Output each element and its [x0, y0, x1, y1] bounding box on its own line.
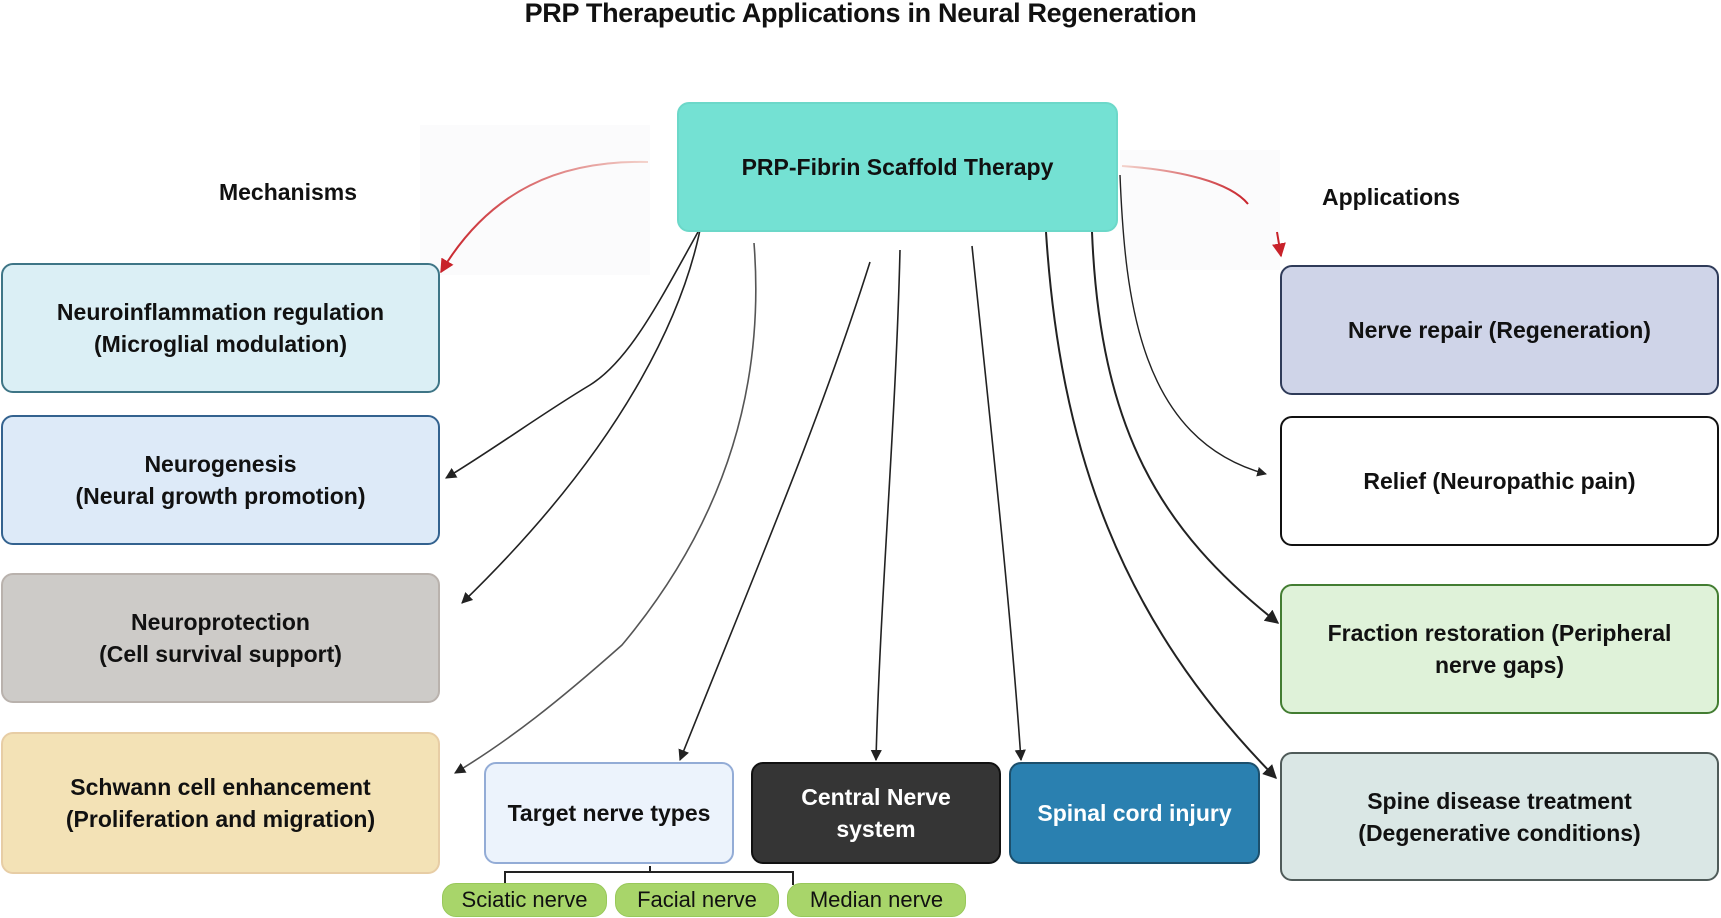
arrow-to-neurogenesis — [445, 231, 699, 479]
arrow-to-fraction-restoration — [1091, 231, 1280, 624]
diagram-title: PRP Therapeutic Applications in Neural R… — [524, 0, 1197, 28]
application-box-nerve-repair: Nerve repair (Regeneration) — [1280, 265, 1719, 395]
application-box-relief: Relief (Neuropathic pain) — [1280, 416, 1719, 546]
arrow-to-spinal-cord-injury — [971, 245, 1026, 762]
application-box-fraction-restoration: Fraction restoration (Peripheral nerve g… — [1280, 584, 1719, 714]
application-label: Relief (Neuropathic pain) — [1363, 468, 1636, 494]
central-nerve-system-box: Central Nerve system — [751, 762, 1001, 864]
arrow-to-central-nerve-system — [870, 249, 901, 762]
background-panel-left — [420, 125, 650, 275]
mechanism-label: Neuroinflammation regulation (Microglial… — [56, 299, 385, 357]
target-label: Spinal cord injury — [1037, 800, 1232, 826]
mechanism-box-neurogenesis: Neurogenesis (Neural growth promotion) — [1, 415, 440, 545]
arrow-to-schwann — [454, 242, 757, 774]
spinal-cord-injury-box: Spinal cord injury — [1009, 762, 1260, 864]
arrow-to-neuroprotection — [461, 177, 708, 604]
center-therapy-box: PRP-Fibrin Scaffold Therapy — [677, 102, 1118, 232]
application-box-spine-disease: Spine disease treatment (Degenerative co… — [1280, 752, 1719, 881]
nerve-pill-sciatic: Sciatic nerve — [442, 883, 607, 917]
application-label: Spine disease treatment (Degenerative co… — [1358, 787, 1641, 846]
arrow-to-applications-head — [1272, 231, 1286, 258]
applications-label: Applications — [1321, 184, 1460, 210]
mechanisms-label: Mechanisms — [218, 179, 358, 205]
mechanism-box-neuroinflammation: Neuroinflammation regulation (Microglial… — [1, 263, 440, 393]
nerve-pill-median: Median nerve — [787, 883, 966, 917]
application-label: Nerve repair (Regeneration) — [1348, 317, 1651, 343]
center-therapy-label: PRP-Fibrin Scaffold Therapy — [741, 154, 1054, 180]
mechanism-box-neuroprotection: Neuroprotection (Cell survival support) — [1, 573, 440, 703]
nerve-pill-facial: Facial nerve — [615, 883, 779, 917]
arrow-to-spine-disease — [1045, 231, 1277, 779]
application-label: Fraction restoration (Peripheral nerve g… — [1327, 620, 1672, 678]
nerve-types-bracket — [504, 866, 794, 885]
mechanism-label: Schwann cell enhancement (Proliferation … — [65, 774, 376, 832]
arrow-to-mechanisms — [440, 160, 649, 274]
target-label: Central Nerve system — [801, 784, 951, 842]
background-panel-right — [1120, 150, 1280, 270]
arrow-to-relief — [1119, 174, 1267, 477]
mechanism-label: Neurogenesis (Neural growth promotion) — [75, 451, 366, 509]
arrow-to-applications — [1121, 165, 1249, 205]
mechanism-label: Neuroprotection (Cell survival support) — [99, 609, 342, 667]
target-label: Target nerve types — [507, 800, 711, 826]
arrow-to-target-nerve-types — [678, 261, 871, 762]
target-nerve-types-box: Target nerve types — [484, 762, 734, 864]
mechanism-box-schwann-cell: Schwann cell enhancement (Proliferation … — [1, 732, 440, 874]
